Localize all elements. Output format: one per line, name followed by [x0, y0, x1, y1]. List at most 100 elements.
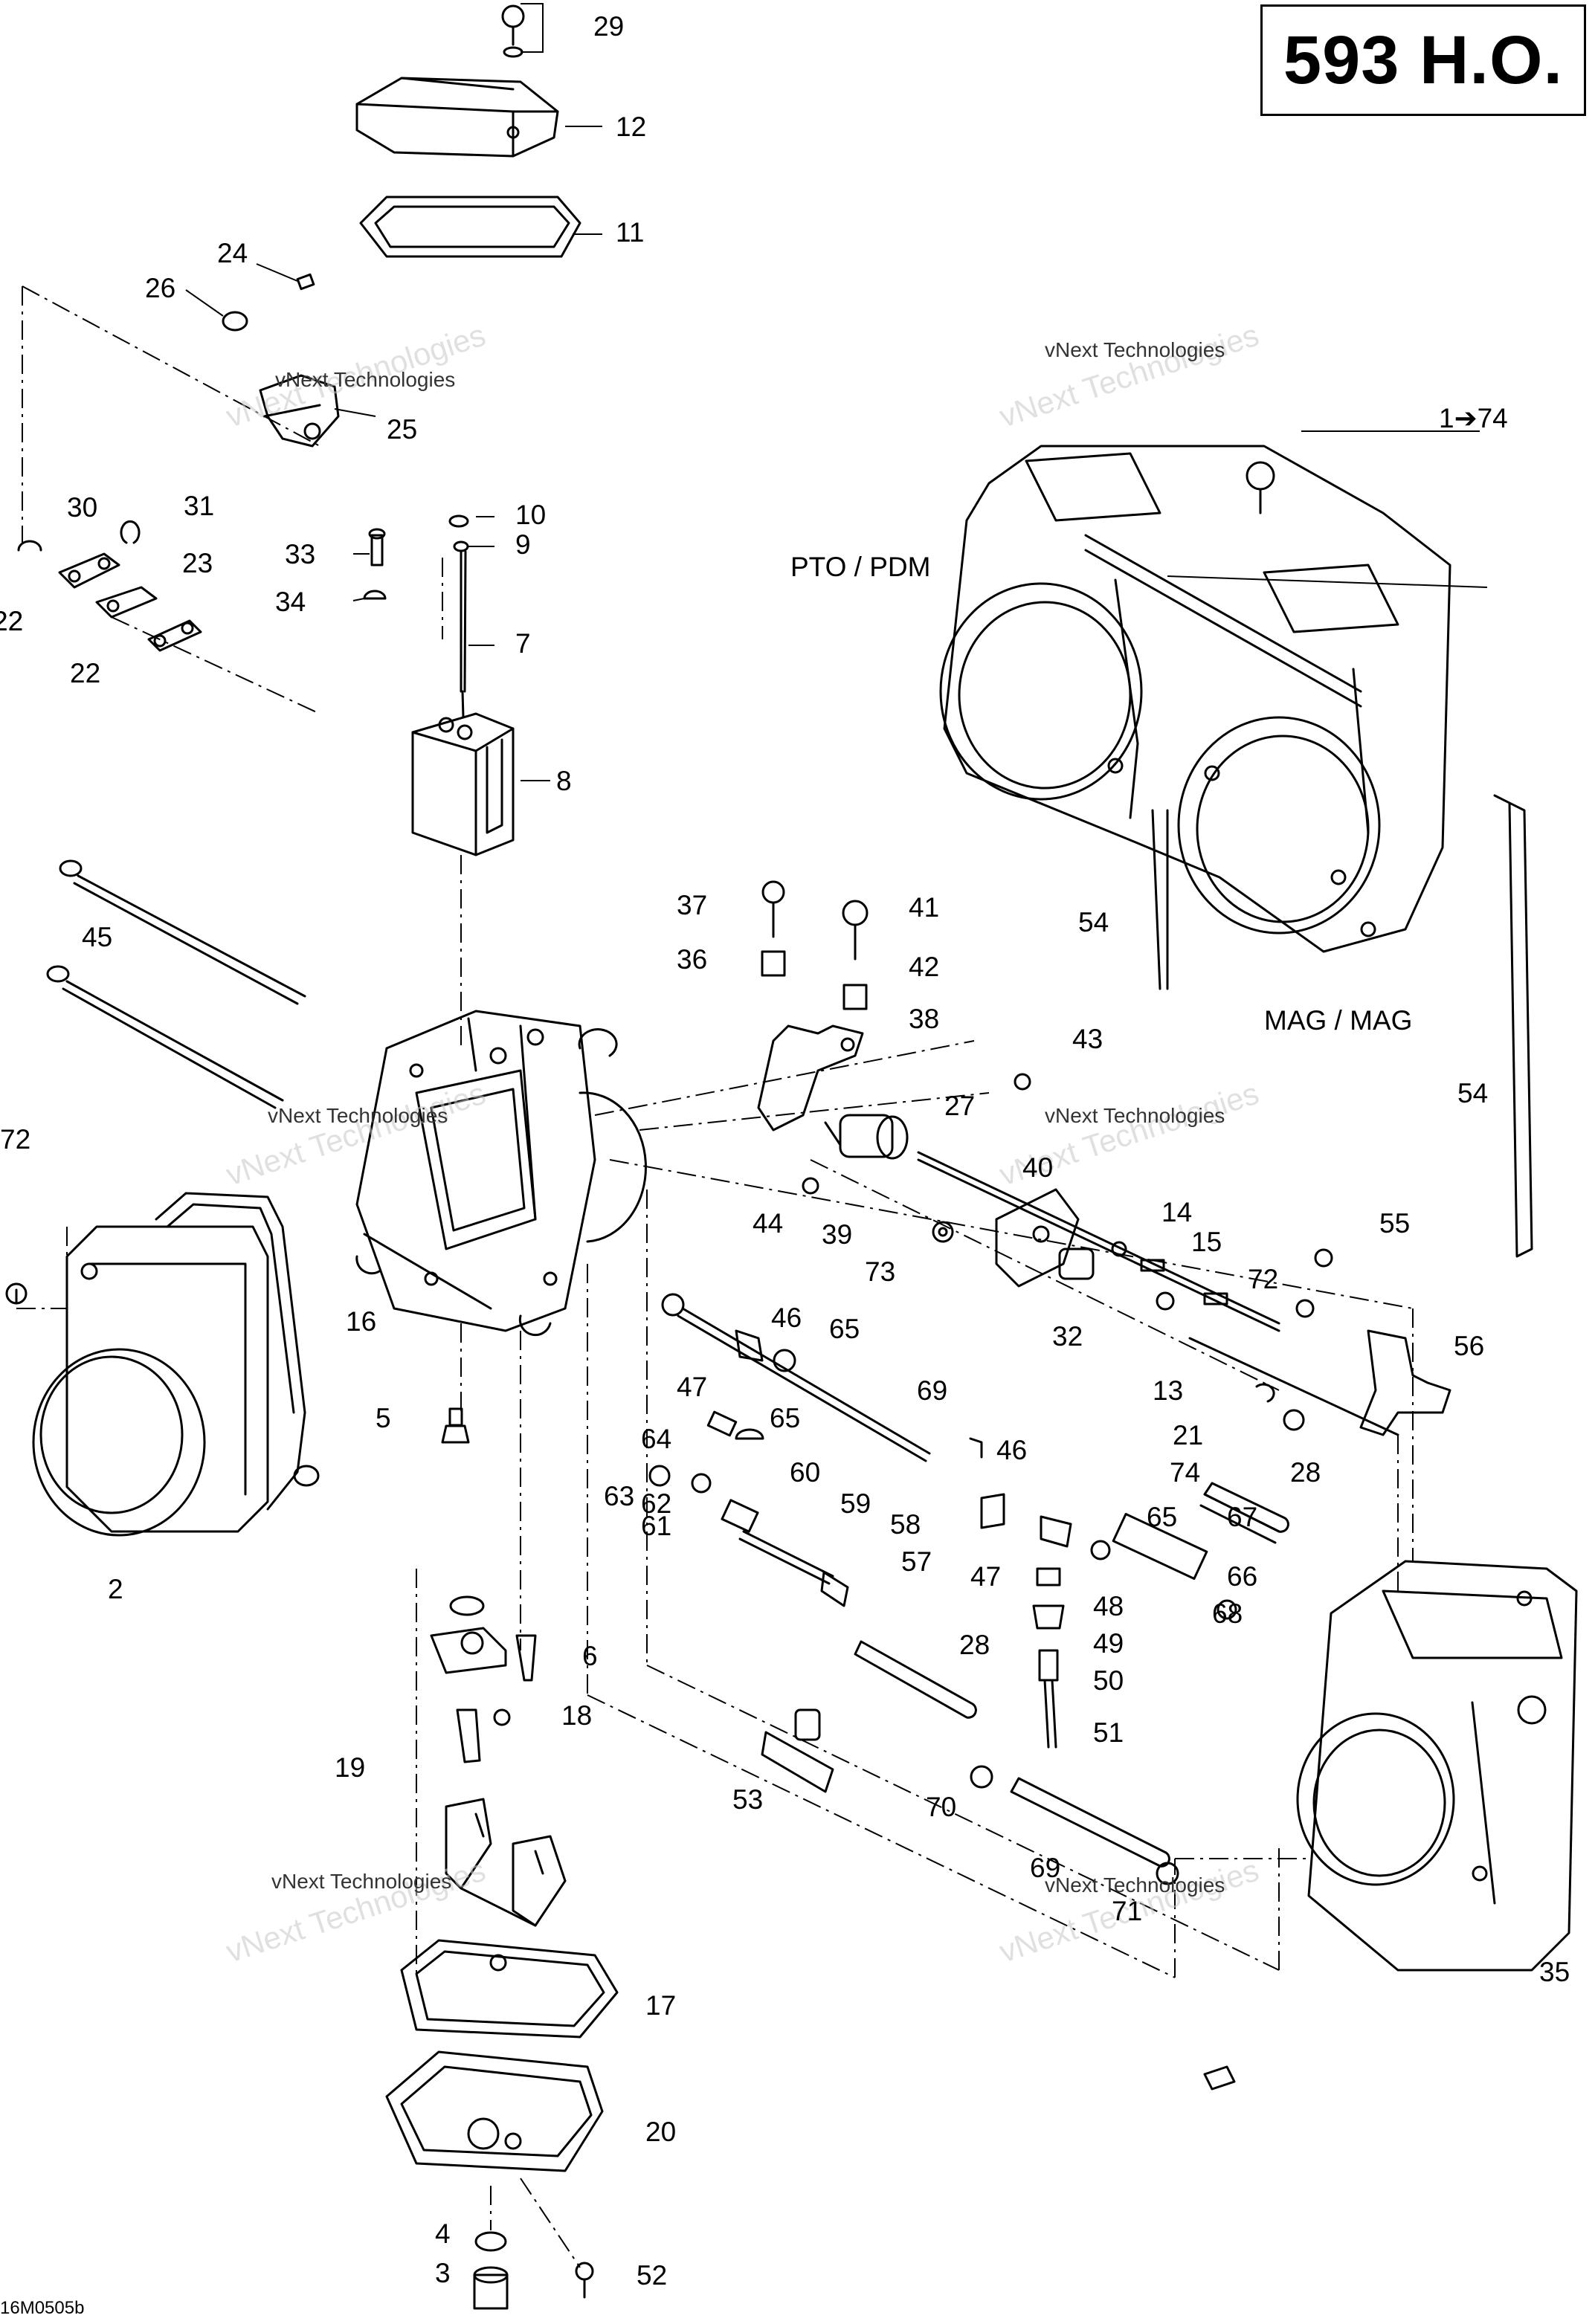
callout: 16 — [346, 1306, 376, 1337]
choke-bracket-56 — [1188, 1329, 1451, 1436]
callout: 48 — [1093, 1591, 1124, 1621]
jet-needle-assembly — [363, 514, 469, 719]
callout: 65 — [770, 1403, 800, 1433]
assembly-lines — [16, 285, 1414, 2268]
throttle-lever-38 — [757, 1024, 864, 1132]
callout: 15 — [1191, 1227, 1222, 1257]
callout: 63 — [604, 1481, 634, 1511]
carb-top-screw — [501, 4, 525, 58]
tip-73 — [1203, 2065, 1236, 2091]
callout: 1➔74 — [1439, 403, 1508, 433]
callout: 59 — [840, 1488, 871, 1519]
callout: 66 — [1227, 1561, 1257, 1592]
callout: 61 — [641, 1511, 671, 1541]
link-plates — [17, 520, 202, 652]
callout: 65 — [829, 1314, 860, 1344]
tube-28-lower — [854, 1640, 977, 1719]
throttle-slide — [411, 712, 515, 856]
callout: 21 — [1173, 1420, 1203, 1450]
callout: 10 — [515, 500, 546, 530]
carburetor-pair-assembly — [939, 445, 1451, 953]
watermark-small: vNext Technologies — [1045, 338, 1225, 361]
screws-37-41 — [761, 880, 869, 1010]
drain-plug-3-4 — [473, 2231, 509, 2310]
watermark-large: vNext Technologies — [995, 317, 1263, 434]
callout: 12 — [616, 112, 646, 142]
callout: 49 — [1093, 1628, 1124, 1659]
callout: 33 — [285, 539, 315, 569]
intake-flange-adaptor — [32, 1225, 269, 1537]
callout: 22 — [70, 658, 100, 688]
callout: 45 — [82, 922, 112, 952]
callout: 68 — [1212, 1598, 1243, 1629]
callout: 60 — [790, 1457, 820, 1488]
callout: 43 — [1072, 1024, 1103, 1054]
callout: 22 — [0, 606, 23, 636]
callout: 28 — [1290, 1457, 1321, 1488]
small-hardware — [802, 1073, 1333, 1431]
long-bolts — [46, 859, 306, 1109]
callout: 74 — [1170, 1457, 1200, 1488]
carb-top-cover — [355, 77, 559, 158]
callout: 3 — [435, 2258, 451, 2288]
model-title-box: 593 H.O. — [1260, 4, 1586, 116]
callout: 50 — [1093, 1665, 1124, 1696]
callout: 35 — [1539, 1957, 1570, 1987]
model-title: 593 H.O. — [1283, 22, 1564, 98]
pto-label: PTO / PDM — [790, 552, 930, 582]
callout: 41 — [909, 892, 939, 923]
callout: 31 — [184, 491, 214, 521]
callout: 9 — [515, 529, 531, 560]
callout: 25 — [387, 414, 417, 445]
callout: 51 — [1093, 1717, 1124, 1748]
callout: 40 — [1022, 1152, 1053, 1183]
callout: 73 — [865, 1256, 895, 1287]
callout: 53 — [732, 1784, 763, 1815]
callout: 18 — [561, 1700, 592, 1731]
callout: 11 — [616, 217, 644, 248]
throttle-shaft-40 — [917, 1151, 1280, 1332]
callout: 70 — [926, 1792, 956, 1822]
callout: 4 — [435, 2218, 451, 2249]
callout: 62 — [641, 1488, 671, 1519]
callout: 38 — [909, 1004, 939, 1034]
callout: 23 — [182, 548, 213, 578]
callout: 58 — [890, 1509, 921, 1540]
callout: 27 — [944, 1091, 975, 1121]
callout: 6 — [582, 1641, 598, 1671]
hose-clamps-69 — [970, 1765, 1179, 1885]
callout: 46 — [771, 1303, 802, 1333]
callout: 13 — [1153, 1375, 1183, 1406]
callout: 17 — [645, 1990, 676, 2021]
callout: 30 — [67, 492, 97, 523]
callout: 24 — [217, 238, 248, 268]
callout: 32 — [1052, 1321, 1083, 1352]
callout: 34 — [275, 587, 306, 617]
choke-rod-67 — [661, 1293, 931, 1462]
callout-labels: 1➔74 2 3 4 5 6 7 8 9 10 11 12 13 14 15 1… — [0, 11, 1570, 2291]
float-bowl-20 — [385, 2050, 604, 2172]
callout: 52 — [637, 2260, 667, 2291]
throttle-spring-27 — [824, 1114, 909, 1160]
callout: 46 — [996, 1435, 1027, 1465]
watermark-large: vNext Technologies — [222, 1076, 489, 1192]
watermark-small: vNext Technologies — [1045, 1104, 1225, 1127]
callout: 55 — [1379, 1208, 1410, 1239]
callout: 67 — [1227, 1502, 1257, 1532]
callout: 8 — [556, 766, 572, 796]
callout: 19 — [335, 1752, 365, 1783]
float-19 — [445, 1798, 567, 1927]
callout: 5 — [376, 1403, 391, 1433]
enrichment-plunger-parts — [648, 1437, 1280, 1749]
float-needle-valve — [430, 1595, 537, 1763]
float-bowl-gasket-17 — [400, 1939, 619, 2039]
callout: 57 — [901, 1546, 932, 1577]
callout: 2 — [108, 1574, 123, 1604]
watermark-small: vNext Technologies — [1045, 1873, 1225, 1897]
callout: 14 — [1161, 1197, 1192, 1227]
callout: 72 — [0, 1124, 30, 1155]
drawing-code: 16M0505b — [0, 2298, 84, 2318]
callout: 56 — [1454, 1331, 1484, 1361]
callout: 71 — [1112, 1896, 1142, 1926]
